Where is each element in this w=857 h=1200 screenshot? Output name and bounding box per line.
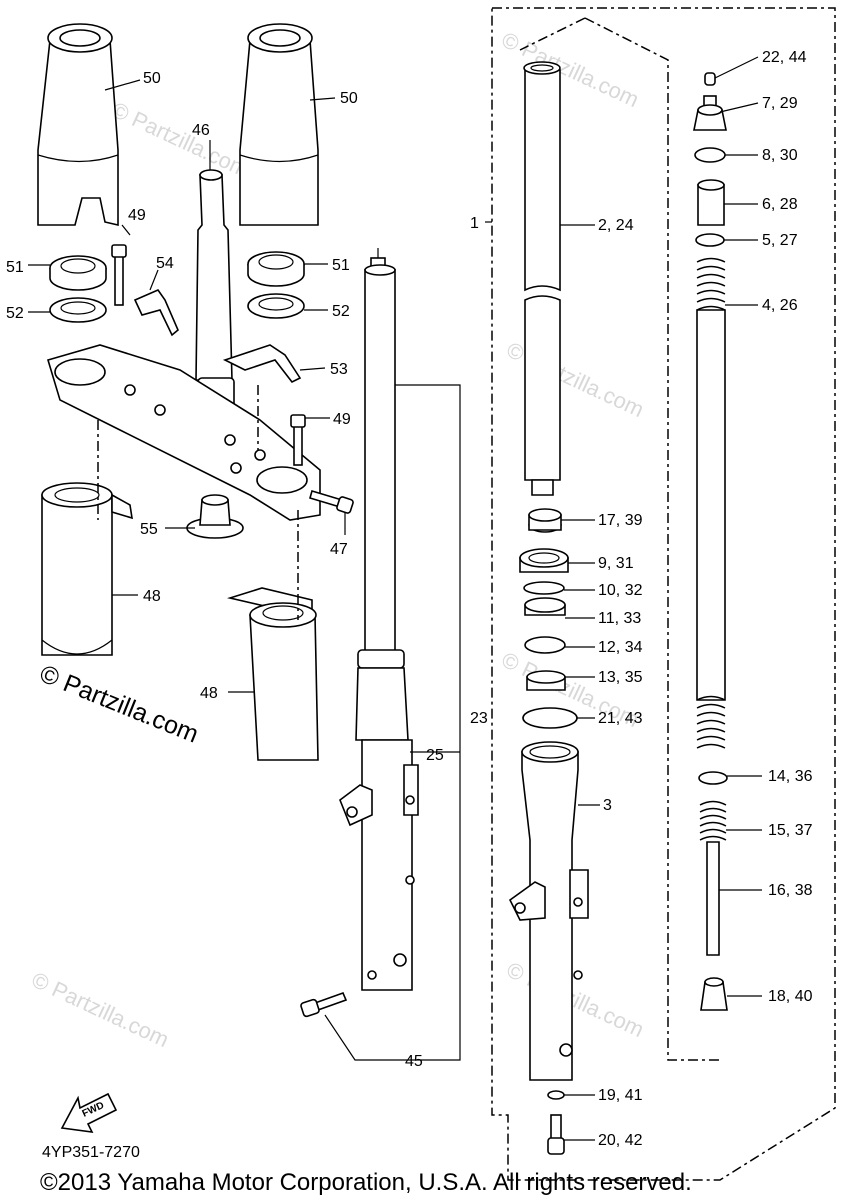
washer-52-right	[247, 293, 305, 319]
fork-cover-upper-left	[37, 23, 119, 227]
label-11-33: 11, 33	[598, 610, 641, 627]
clip-10-32	[523, 581, 565, 595]
bolt-45	[300, 991, 348, 1018]
outer-tube-3	[508, 741, 589, 1081]
label-8-30: 8, 30	[762, 147, 798, 164]
label-52-right: 52	[332, 303, 350, 320]
label-10-32: 10, 32	[598, 582, 643, 599]
bolt-49-upper	[111, 244, 127, 306]
kit-box	[491, 7, 836, 1181]
label-20-42: 20, 42	[598, 1132, 643, 1149]
watermark: © Partzilla.com	[28, 967, 173, 1052]
label-17-39: 17, 39	[598, 512, 643, 529]
label-49-upper: 49	[128, 207, 146, 224]
seal-51-left	[49, 255, 107, 291]
label-47: 47	[330, 541, 348, 558]
kit-inner-outline	[584, 17, 720, 1061]
oil-seal-9-31	[519, 548, 569, 573]
label-12-34: 12, 34	[598, 639, 643, 656]
fork-assembly-23	[339, 248, 419, 991]
o-ring-8-30	[694, 147, 726, 163]
label-51-left: 51	[6, 259, 24, 276]
part-labels: 50 50 46 49 51 51 52 52 54 53 49 55 47 4…	[6, 49, 813, 1149]
footer-copyright: ©2013 Yamaha Motor Corporation, U.S.A. A…	[40, 1169, 692, 1196]
diagram-code: 4YP351-7270	[42, 1144, 140, 1161]
label-4-26: 4, 26	[762, 297, 798, 314]
inner-tube-2-24	[523, 61, 561, 496]
bolt-20-42	[547, 1114, 565, 1155]
bolt-49-lower	[290, 414, 306, 466]
label-54: 54	[156, 255, 174, 272]
rebound-spring-15-37	[699, 800, 727, 841]
label-16-38: 16, 38	[768, 882, 813, 899]
label-2-24: 2, 24	[598, 217, 634, 234]
label-14-36: 14, 36	[768, 768, 813, 785]
leader-lines-left	[28, 79, 346, 693]
fork-cover-upper-right	[239, 23, 319, 226]
label-6-28: 6, 28	[762, 196, 798, 213]
label-55: 55	[140, 521, 158, 538]
spring-4-26	[696, 257, 726, 749]
under-bracket	[47, 344, 321, 521]
washer-5-27	[695, 233, 725, 247]
label-53: 53	[330, 361, 348, 378]
lock-washer-54	[133, 289, 179, 337]
kit-inner-outline	[519, 17, 586, 51]
label-13-35: 13, 35	[598, 669, 643, 686]
label-25: 25	[426, 747, 444, 764]
bolt-47	[309, 490, 354, 514]
label-21-43: 21, 43	[598, 710, 643, 727]
washer-14-36	[698, 771, 728, 785]
label-51-right: 51	[332, 257, 350, 274]
washer-12-34	[524, 636, 566, 654]
label-23: 23	[470, 710, 488, 727]
label-1: 1	[470, 215, 479, 232]
seal-13-35	[526, 670, 566, 691]
label-50-right: 50	[340, 90, 358, 107]
fork-cover-lower-left	[41, 482, 133, 656]
bushing-11-33	[524, 597, 566, 616]
washer-19-41	[547, 1090, 565, 1100]
label-19-41: 19, 41	[598, 1087, 643, 1104]
label-7-29: 7, 29	[762, 95, 798, 112]
label-45: 45	[405, 1053, 423, 1070]
watermark: © Partzilla.com	[108, 97, 253, 182]
label-48-left: 48	[143, 588, 161, 605]
label-15-37: 15, 37	[768, 822, 813, 839]
cap-bolt-7-29	[693, 95, 727, 131]
watermark: © Partzilla.com	[503, 957, 648, 1042]
bearing-55	[186, 494, 244, 539]
fwd-arrow-icon: FWD	[60, 1092, 118, 1133]
partzilla-copyright: © Partzilla.com	[36, 660, 203, 749]
label-22-44: 22, 44	[762, 49, 807, 66]
bushing-17-39	[528, 508, 562, 533]
taper-spindle-18-40	[700, 977, 728, 1011]
label-49-lower: 49	[333, 411, 351, 428]
leader-line-45	[324, 1014, 410, 1061]
label-18-40: 18, 40	[768, 988, 813, 1005]
label-52-left: 52	[6, 305, 24, 322]
washer-52-left	[49, 297, 107, 323]
adjuster-22-44	[704, 72, 716, 86]
watermark: © Partzilla.com	[498, 27, 643, 112]
label-5-27: 5, 27	[762, 232, 798, 249]
leader-lines-right	[485, 56, 762, 1141]
spacer-6-28	[697, 179, 725, 226]
fork-cover-lower-right	[226, 587, 319, 761]
label-46: 46	[192, 122, 210, 139]
seal-51-right	[247, 251, 305, 287]
label-50-left: 50	[143, 70, 161, 87]
damper-rod-16-38	[706, 841, 720, 956]
label-3: 3	[603, 797, 612, 814]
bracket-line-23	[395, 384, 461, 1061]
label-48-right: 48	[200, 685, 218, 702]
o-ring-21-43	[522, 707, 578, 729]
steering-stem-46	[195, 169, 235, 409]
label-9-31: 9, 31	[598, 555, 634, 572]
